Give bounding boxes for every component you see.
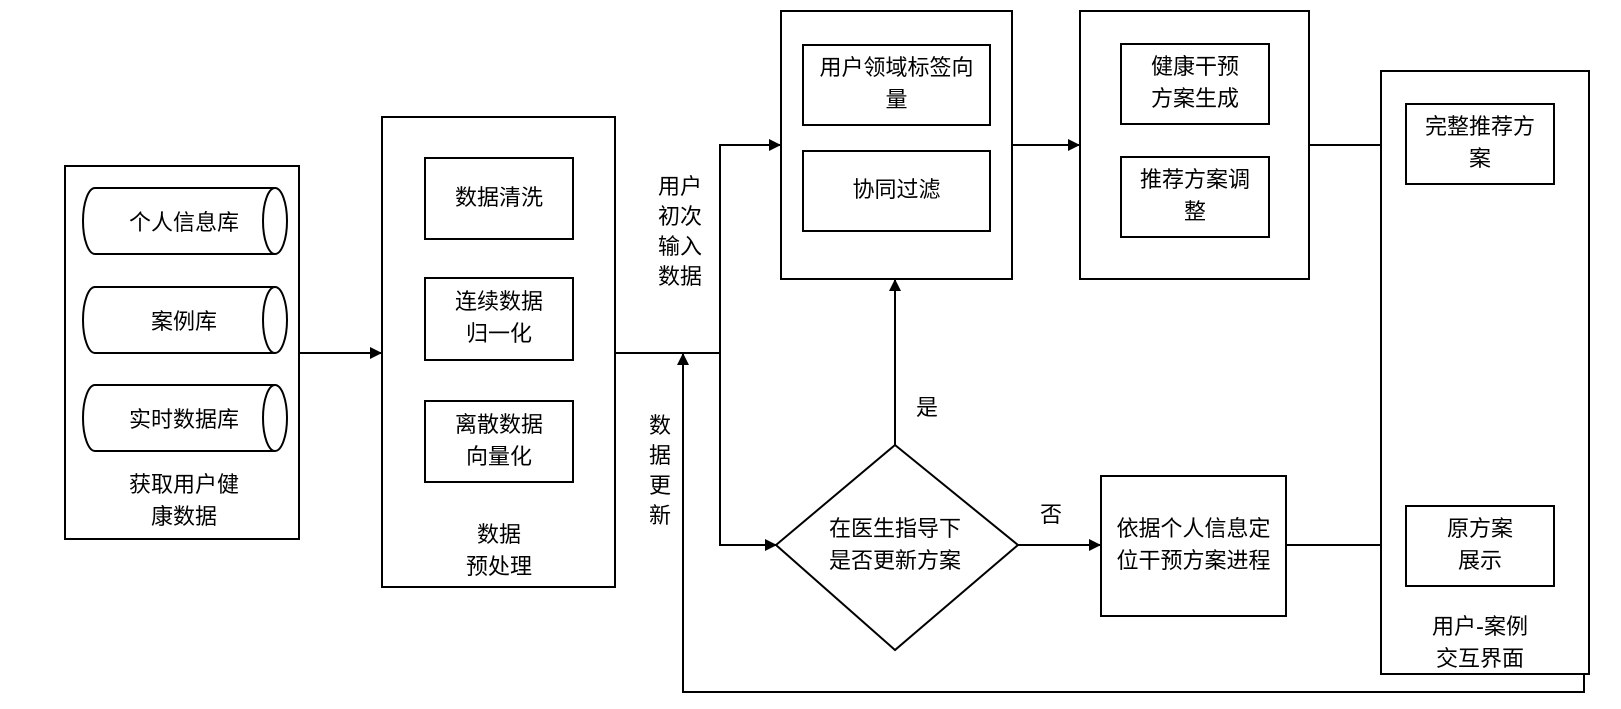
arrow-junction-to-filter xyxy=(719,139,781,353)
label-data-update: 数 据 更 新 xyxy=(648,414,671,529)
preprocess-title: 数据 预处理 xyxy=(465,523,532,580)
db-realtime: 实时数据库 xyxy=(128,408,239,433)
acquire-title: 获取用户健 康数据 xyxy=(128,473,239,530)
intervention-plan-generation: 健康干预 方案生成 xyxy=(1120,43,1270,125)
label-first-input: 用户 初次 输入 数据 xyxy=(657,175,702,290)
decision-question: 在医生指导下 是否更新方案 xyxy=(828,517,961,574)
ui-title: 用户-案例 交互界面 xyxy=(1432,615,1528,672)
locate-plan-progress: 依据个人信息定 位干预方案进程 xyxy=(1100,475,1287,617)
recommendation-adjustment: 推荐方案调 整 xyxy=(1120,156,1270,238)
step-vectorization: 离散数据 向量化 xyxy=(424,400,574,483)
db-personal-info: 个人信息库 xyxy=(128,211,239,236)
collaborative-filtering: 协同过滤 xyxy=(802,150,991,232)
user-domain-tag-vector: 用户领域标签向 量 xyxy=(802,44,991,126)
original-plan-display: 原方案 展示 xyxy=(1405,505,1555,587)
db-cases: 案例库 xyxy=(150,310,217,335)
full-recommendation: 完整推荐方 案 xyxy=(1405,103,1555,185)
step-normalization: 连续数据 归一化 xyxy=(424,277,574,361)
decision-yes-label: 是 xyxy=(915,396,938,421)
decision-no-label: 否 xyxy=(1039,503,1062,528)
arrow-junction-to-decision xyxy=(719,353,777,551)
step-data-cleaning: 数据清洗 xyxy=(424,157,574,240)
